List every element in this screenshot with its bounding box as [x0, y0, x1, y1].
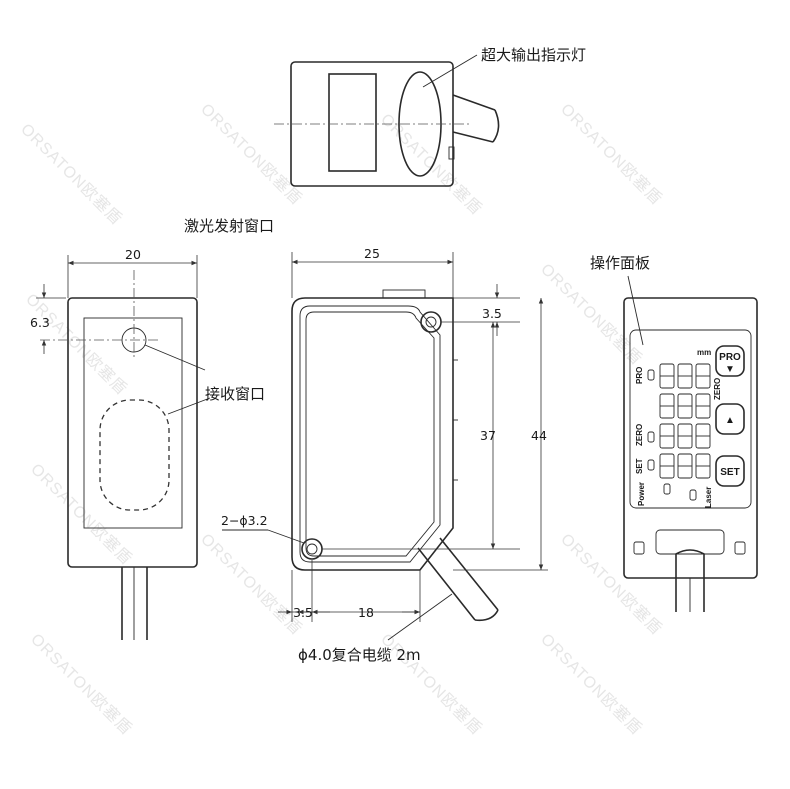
watermark: ORSATON欧塞盾 ORSATON欧塞盾 ORSATON欧塞盾 ORSATON… — [17, 100, 666, 739]
front-view: 20 6.3 接收窗口 激光发射窗口 — [30, 217, 274, 640]
svg-text:ORSATON欧塞盾: ORSATON欧塞盾 — [197, 100, 306, 209]
set-button[interactable]: SET — [715, 455, 745, 487]
digit-row-3 — [659, 423, 711, 449]
side-view: 25 3.5 37 44 2−ϕ3.2 3.5 18 ϕ4.0复合电缆 2m — [221, 246, 548, 664]
operation-panel-label: 操作面板 — [590, 254, 650, 272]
dim-hole-spec: 2−ϕ3.2 — [221, 513, 268, 528]
svg-text:ORSATON欧塞盾: ORSATON欧塞盾 — [557, 530, 666, 639]
svg-text:ORSATON欧塞盾: ORSATON欧塞盾 — [377, 110, 486, 219]
dim-hole-offset-left: 3.5 — [293, 605, 313, 620]
svg-text:ZERO: ZERO — [713, 378, 722, 400]
dim-side-width: 25 — [364, 246, 380, 261]
digit-row-2 — [659, 393, 711, 419]
svg-text:ORSATON欧塞盾: ORSATON欧塞盾 — [22, 290, 131, 399]
top-view: 超大输出指示灯 — [274, 46, 586, 187]
svg-text:PRO: PRO — [719, 352, 741, 363]
svg-text:▼: ▼ — [725, 364, 735, 375]
svg-text:ORSATON欧塞盾: ORSATON欧塞盾 — [17, 120, 126, 229]
dim-front-offset: 6.3 — [30, 315, 50, 330]
svg-text:ORSATON欧塞盾: ORSATON欧塞盾 — [27, 460, 136, 569]
svg-text:ZERO: ZERO — [635, 424, 644, 446]
svg-text:ORSATON欧塞盾: ORSATON欧塞盾 — [27, 630, 136, 739]
pro-button[interactable]: PRO ▼ — [715, 345, 745, 377]
up-button[interactable]: ▲ — [715, 403, 745, 435]
svg-text:ORSATON欧塞盾: ORSATON欧塞盾 — [537, 630, 646, 739]
dim-hole-spacing-v: 37 — [480, 428, 496, 443]
svg-text:ORSATON欧塞盾: ORSATON欧塞盾 — [557, 100, 666, 209]
digit-row-1 — [659, 363, 711, 389]
digit-row-4 — [659, 453, 711, 479]
dim-hole-offset-top: 3.5 — [482, 306, 502, 321]
svg-text:ORSATON欧塞盾: ORSATON欧塞盾 — [197, 530, 306, 639]
svg-text:ORSATON欧塞盾: ORSATON欧塞盾 — [537, 260, 646, 369]
panel-view: 操作面板 mm PRO ZERO SET — [590, 254, 758, 612]
dim-hole-spacing-h: 18 — [358, 605, 374, 620]
dim-height: 44 — [531, 428, 547, 443]
output-indicator-label: 超大输出指示灯 — [481, 46, 586, 64]
svg-text:PRO: PRO — [635, 367, 644, 384]
power-label: Power — [637, 482, 646, 506]
cable-label: ϕ4.0复合电缆 2m — [298, 646, 421, 664]
svg-text:SET: SET — [720, 467, 739, 478]
svg-text:SET: SET — [635, 458, 644, 474]
dim-front-width: 20 — [125, 247, 141, 262]
laser-window-label: 激光发射窗口 — [184, 217, 274, 235]
panel-unit: mm — [697, 348, 711, 357]
receive-window-label: 接收窗口 — [205, 385, 265, 403]
laser-label: Laser — [704, 487, 713, 508]
svg-text:▲: ▲ — [725, 415, 735, 426]
